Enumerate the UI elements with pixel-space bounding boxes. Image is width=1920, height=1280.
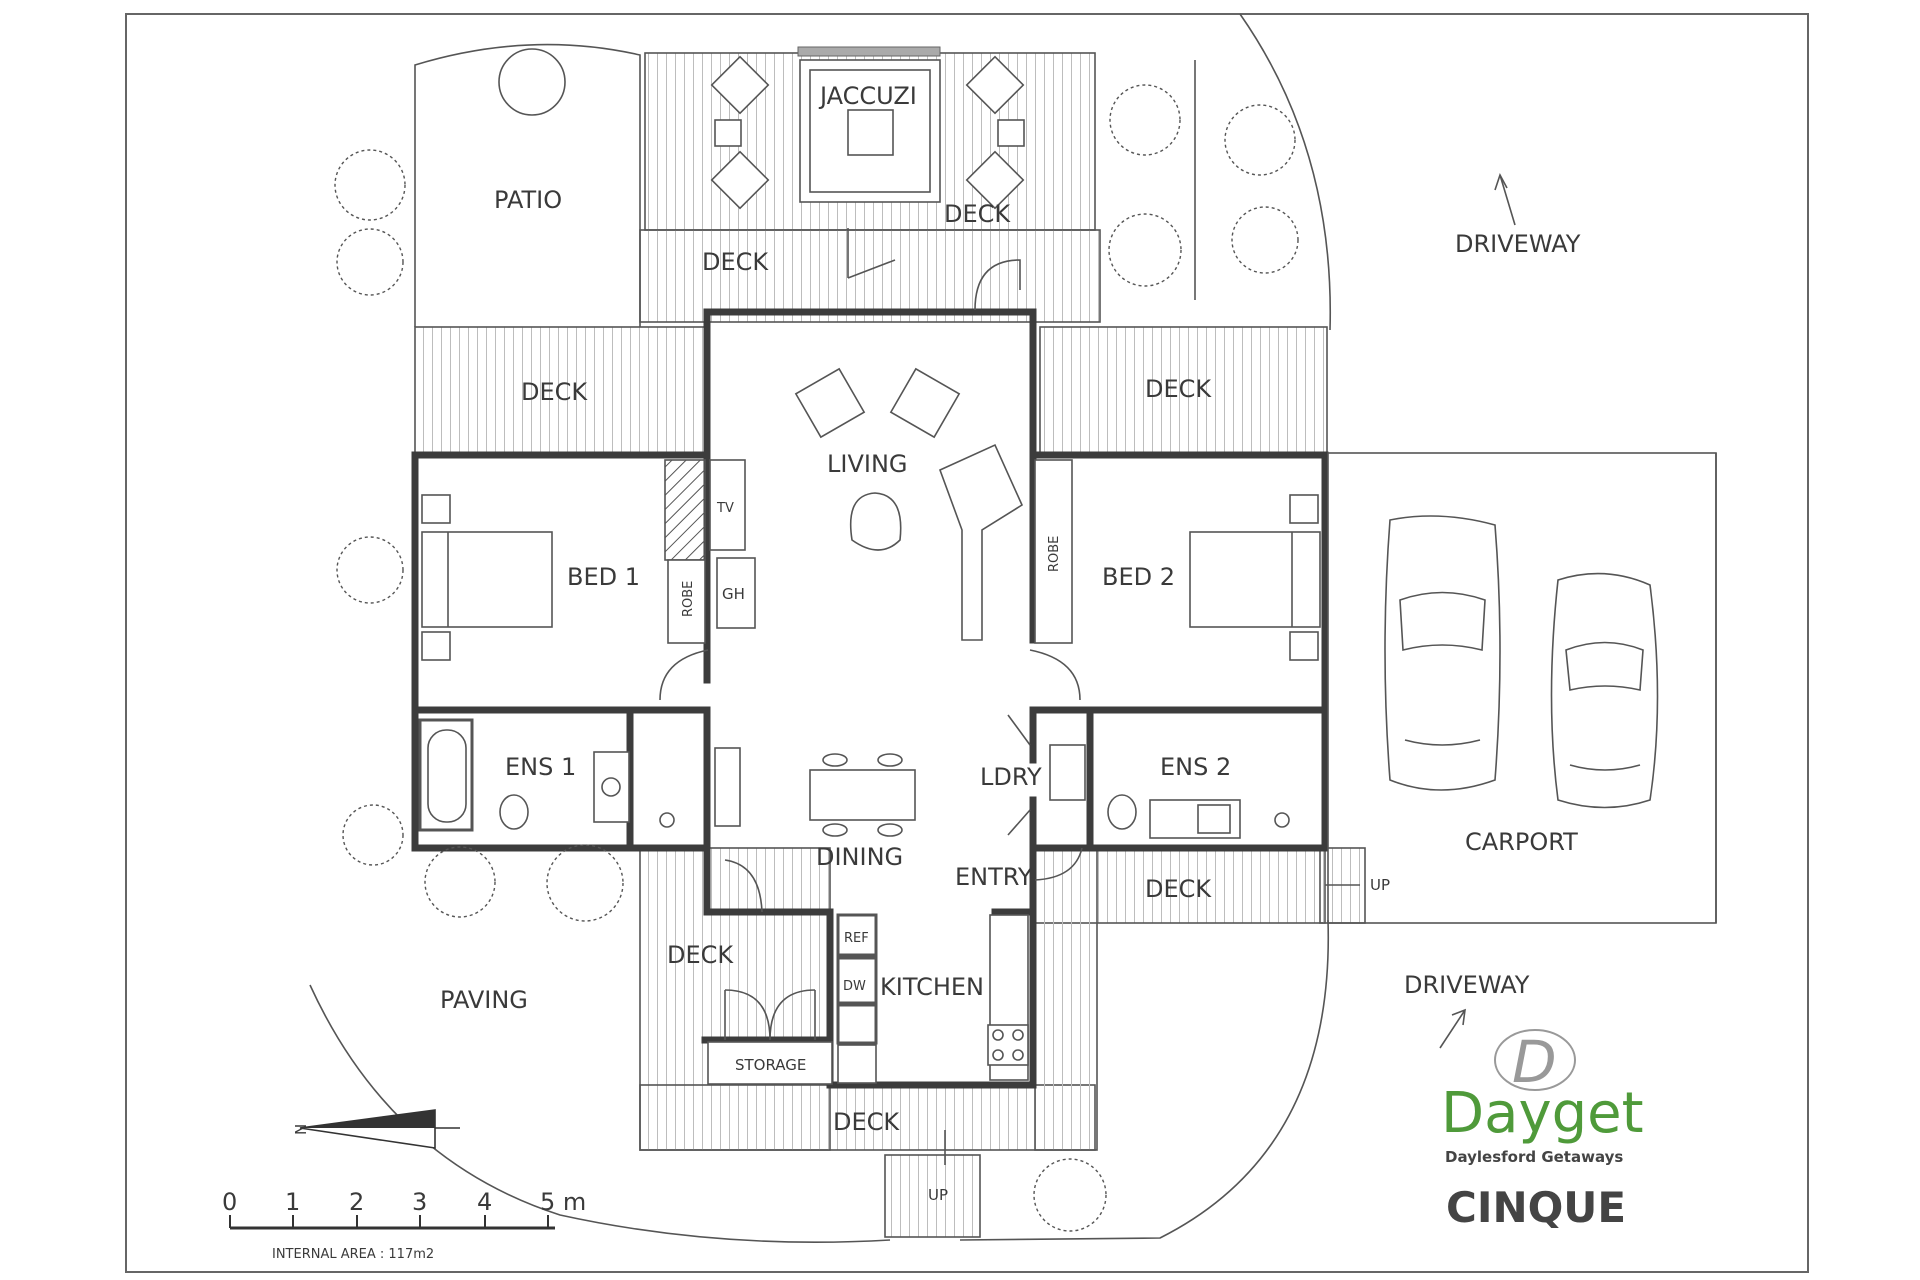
drawing-border [125,13,1809,1273]
patio-table [498,48,566,116]
ensuite-1-fixtures [418,718,675,832]
label-living: LIVING [827,450,908,478]
driveway-boundary-north [1239,13,1332,331]
living-furniture [794,367,1024,641]
label-up-east: UP [1370,876,1390,894]
brand-tagline: Daylesford Getaways [1445,1148,1623,1166]
paving-boundary [309,984,891,1244]
label-ldry: LDRY [980,763,1042,791]
scale-tick-0: 0 [222,1188,237,1216]
car-2-icon [1550,572,1659,809]
driveway-arrows [1194,60,1516,1049]
jacuzzi [797,46,941,203]
doors [659,228,1360,1165]
label-bed2: BED 2 [1102,563,1175,591]
label-entry: ENTRY [955,863,1033,891]
label-tv: TV [716,501,734,516]
label-driveway-north: DRIVEWAY [1455,230,1581,258]
label-deck-west: DECK [521,378,588,406]
label-deck-jacuzzi: DECK [944,200,1011,228]
deck-chairs [710,55,1025,210]
driveway-boundary-south [959,919,1330,1241]
label-paving: PAVING [440,986,528,1014]
dining-table [714,747,916,837]
scale-tick-2: 2 [349,1188,364,1216]
patio-outline [414,43,641,327]
storage [707,989,833,1085]
bed-1 [421,494,553,661]
dayget-logo: D [1494,1028,1576,1096]
scale-bar [229,1215,555,1230]
north-arrow-icon [299,1109,460,1149]
label-dw: DW [843,979,866,994]
logo-letter: D [1512,1028,1557,1096]
label-deck-north: DECK [702,248,769,276]
kitchen-fixtures [836,913,1029,1084]
building-walls [411,308,1329,1089]
label-deck-east: DECK [1145,375,1212,403]
internal-area: INTERNAL AREA : 117m2 [272,1247,434,1262]
car-1-icon [1384,515,1501,791]
label-ens2: ENS 2 [1160,753,1231,781]
label-gh: GH [722,585,745,603]
label-ens1: ENS 1 [505,753,576,781]
label-kitchen: KITCHEN [880,973,984,1001]
label-ref: REF [844,931,869,946]
trees [334,84,1299,1232]
label-deck-southwest: DECK [667,941,734,969]
bed-2 [1189,494,1321,661]
north-label: N [292,1124,310,1135]
scale-tick-5: 5 m [540,1188,586,1216]
robes [664,459,1073,644]
label-storage: STORAGE [735,1056,806,1074]
ensuite-2-fixtures [1049,744,1290,839]
label-robe-1: ROBE [681,581,696,617]
scale-tick-4: 4 [477,1188,492,1216]
scale-tick-3: 3 [412,1188,427,1216]
property-name: CINQUE [1446,1183,1626,1232]
label-deck-south: DECK [833,1108,900,1136]
label-up-south: UP [928,1186,948,1204]
label-patio: PATIO [494,186,562,214]
label-carport: CARPORT [1465,828,1578,856]
scale-tick-1: 1 [285,1188,300,1216]
label-bed1: BED 1 [567,563,640,591]
brand-name: Dayget [1441,1081,1644,1146]
label-robe-2: ROBE [1047,536,1062,572]
label-dining: DINING [816,843,903,871]
deck-areas [414,52,1366,1238]
label-deck-entry: DECK [1145,875,1212,903]
carport [1327,452,1717,924]
label-jaccuzi: JACCUZI [818,82,917,110]
label-driveway-south: DRIVEWAY [1404,971,1530,999]
